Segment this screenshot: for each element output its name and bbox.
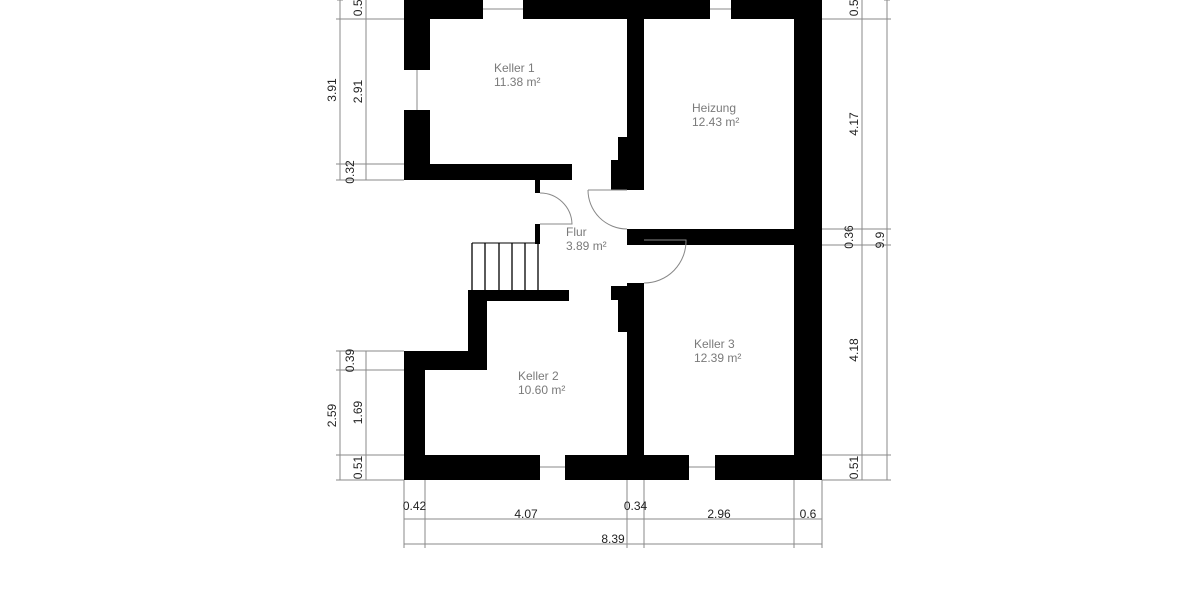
dimension-vertical: 0.51 — [847, 0, 865, 20]
dimension-horizontal: 8.39 — [403, 532, 823, 547]
dimension-label: 0.36 — [842, 225, 856, 249]
dimension-horizontal: 0.42 — [403, 499, 427, 522]
dimension-horizontal: 0.6 — [793, 507, 823, 522]
room-heizung-area: 12.43 m² — [692, 115, 739, 129]
dimension-label: 0.51 — [351, 455, 365, 479]
dimension-label: 2.59 — [325, 403, 339, 427]
door-swing-keller-3 — [643, 239, 687, 284]
fixtures — [416, 8, 731, 468]
dimension-label: 2.91 — [351, 79, 365, 103]
dimension-vertical: 0.36 — [842, 225, 865, 249]
dimension-label: 8.39 — [601, 532, 625, 546]
wall-segment — [618, 300, 627, 332]
wall-segment — [468, 290, 487, 370]
dimension-vertical: 2.91 — [351, 18, 369, 165]
dimension-vertical: 0.32 — [343, 160, 369, 184]
dimension-vertical: 9.9 — [873, 0, 890, 481]
wall-segment — [523, 0, 710, 19]
dimension-label: 0.51 — [847, 455, 861, 479]
room-keller-1-name: Keller 1 — [494, 61, 535, 75]
room-flur-area: 3.89 m² — [566, 239, 607, 253]
door-swing-keller-1 — [539, 192, 573, 225]
room-flur-name: Flur — [566, 225, 587, 239]
wall-segment — [618, 137, 627, 190]
room-keller-3-area: 12.39 m² — [694, 351, 741, 365]
dimension-label: 0.32 — [343, 160, 357, 184]
dimension-horizontal: 4.07 — [424, 507, 628, 522]
room-heizung-name: Heizung — [692, 101, 736, 115]
door-swing-heizung — [587, 189, 628, 230]
dimension-label: 0.39 — [343, 348, 357, 372]
dimension-label: 1.69 — [351, 400, 365, 424]
dimension-vertical: 0.51 — [847, 454, 865, 481]
wall-segment — [404, 0, 430, 70]
dimension-vertical: 4.17 — [847, 18, 865, 230]
room-keller-2-name: Keller 2 — [518, 369, 559, 383]
room-labels: Keller 1 11.38 m² Heizung 12.43 m² Flur … — [494, 61, 741, 397]
dimension-label: 0.34 — [624, 499, 648, 513]
room-keller-2-area: 10.60 m² — [518, 383, 565, 397]
wall-segment — [535, 180, 540, 193]
dimension-label: 2.96 — [707, 507, 731, 521]
dimension-horizontal: 2.96 — [643, 507, 795, 522]
staircase — [471, 242, 539, 290]
wall-segment — [627, 283, 644, 480]
wall-segment — [611, 286, 627, 300]
dimension-horizontal: 0.34 — [624, 499, 648, 522]
wall-segment — [404, 351, 425, 480]
wall-segment — [627, 0, 644, 190]
wall-segment — [627, 229, 822, 245]
dimension-vertical: 2.59 — [325, 350, 343, 481]
dimensions: 0.51 2.91 0.32 3.91 0.39 1.69 0.51 2.59 0.51 4.17… — [325, 0, 891, 548]
dimension-vertical: 3.91 — [325, 0, 343, 181]
wall-segment — [611, 160, 618, 190]
dimension-label: 4.18 — [847, 338, 861, 362]
wall-segment — [794, 0, 822, 480]
wall-segment — [404, 455, 540, 480]
dimension-vertical: 4.18 — [847, 244, 865, 456]
wall-segment — [468, 290, 569, 301]
dimension-vertical: 1.69 — [351, 369, 369, 456]
room-keller-1-area: 11.38 m² — [494, 75, 540, 89]
dimension-label: 4.17 — [847, 112, 861, 136]
wall-segment — [535, 224, 540, 244]
dimension-label: 0.6 — [800, 507, 817, 521]
dimension-label: 0.51 — [351, 0, 365, 16]
dimension-label: 4.07 — [514, 507, 538, 521]
dimension-label: 0.42 — [403, 499, 427, 513]
wall-segment — [404, 164, 572, 180]
dimension-label: 9.9 — [873, 231, 887, 248]
dimension-vertical: 0.51 — [351, 0, 369, 20]
room-keller-3-name: Keller 3 — [694, 337, 735, 351]
dimension-vertical: 0.51 — [351, 454, 369, 481]
dimension-label: 0.51 — [847, 0, 861, 16]
walls — [404, 0, 822, 480]
dimension-label: 3.91 — [325, 78, 339, 102]
dimension-vertical: 0.39 — [343, 348, 369, 372]
